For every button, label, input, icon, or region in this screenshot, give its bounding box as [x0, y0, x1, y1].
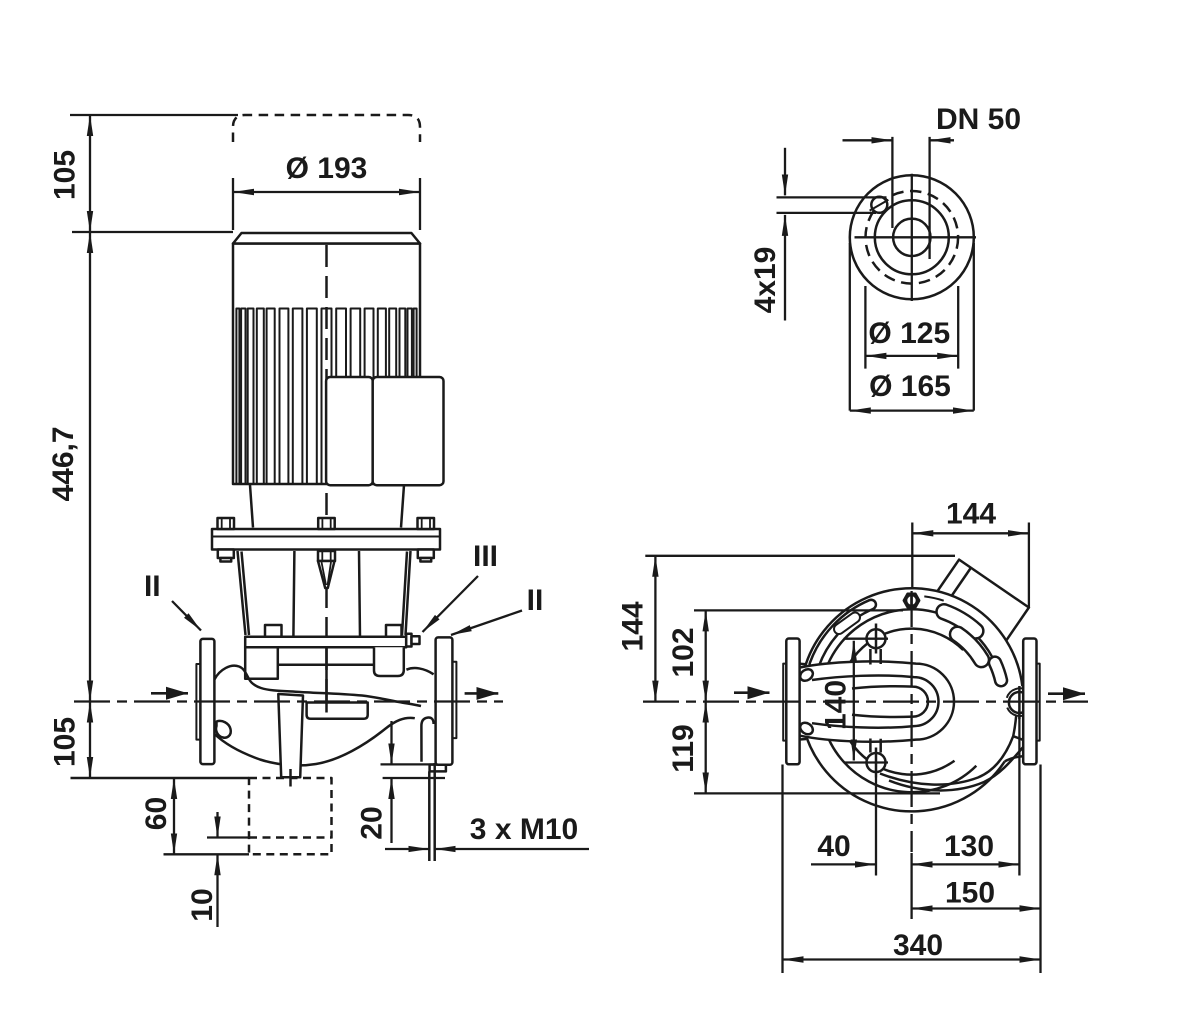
svg-text:Ø 193: Ø 193	[286, 152, 368, 185]
svg-text:II: II	[527, 584, 544, 617]
svg-text:III: III	[473, 540, 498, 573]
svg-text:II: II	[144, 570, 161, 603]
svg-text:105: 105	[49, 150, 82, 200]
svg-text:Ø 165: Ø 165	[869, 370, 951, 403]
svg-text:119: 119	[667, 724, 700, 772]
svg-text:60: 60	[140, 797, 173, 830]
svg-text:Ø 125: Ø 125	[868, 317, 950, 350]
svg-text:150: 150	[945, 877, 995, 910]
svg-text:102: 102	[667, 627, 700, 677]
svg-text:20: 20	[356, 806, 389, 839]
svg-text:40: 40	[817, 830, 850, 863]
svg-text:144: 144	[617, 601, 650, 651]
svg-text:DN 50: DN 50	[936, 103, 1021, 136]
svg-text:105: 105	[49, 717, 82, 767]
svg-text:446,7: 446,7	[47, 426, 80, 501]
svg-text:4x19: 4x19	[749, 247, 782, 314]
svg-text:140: 140	[820, 680, 853, 730]
svg-text:3 x M10: 3 x M10	[470, 813, 578, 846]
svg-text:130: 130	[944, 830, 994, 863]
svg-text:340: 340	[893, 929, 943, 962]
svg-text:144: 144	[946, 498, 996, 531]
svg-text:10: 10	[186, 888, 219, 921]
